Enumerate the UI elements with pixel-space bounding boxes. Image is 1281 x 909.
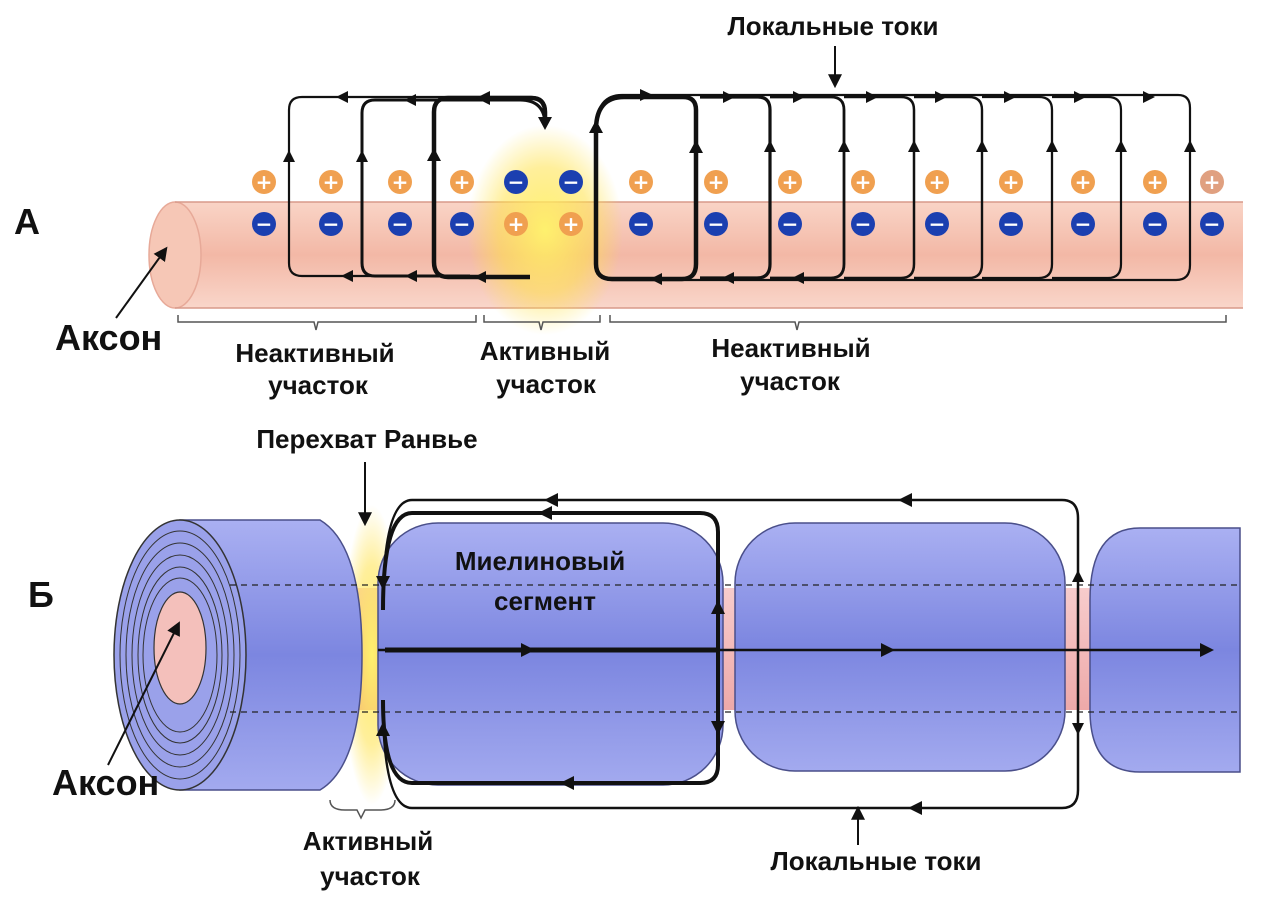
svg-text:+: + xyxy=(782,170,799,194)
svg-text:+: + xyxy=(563,212,580,236)
plus-charge: + xyxy=(778,170,802,194)
minus-charge: − xyxy=(851,212,875,236)
svg-text:−: − xyxy=(782,212,799,236)
minus-charge: − xyxy=(778,212,802,236)
minus-charge: − xyxy=(1071,212,1095,236)
plus-charge: + xyxy=(999,170,1023,194)
panel-b-letter: Б xyxy=(28,574,54,615)
active-label-b-1: Активный xyxy=(303,826,433,856)
minus-charge: − xyxy=(925,212,949,236)
svg-text:−: − xyxy=(563,170,580,194)
axon-cross-section xyxy=(153,591,207,705)
node-of-ranvier-label: Перехват Ранвье xyxy=(256,424,477,454)
myelin-segment-3 xyxy=(734,522,1066,772)
minus-charge: − xyxy=(999,212,1023,236)
plus-charge: + xyxy=(252,170,276,194)
svg-text:−: − xyxy=(508,170,525,194)
local-current-loops-a xyxy=(287,93,1192,282)
active-label-a-1: Активный xyxy=(480,336,610,366)
loop-arrowheads-b xyxy=(376,493,1214,815)
inactive-right-label-1: Неактивный xyxy=(711,333,870,363)
charges-outer-a: + + + + − − + + + + + + + + + xyxy=(252,170,1224,194)
minus-charge: − xyxy=(704,212,728,236)
svg-text:−: − xyxy=(323,212,340,236)
minus-charge: − xyxy=(252,212,276,236)
svg-text:−: − xyxy=(454,212,471,236)
svg-text:+: + xyxy=(1003,170,1020,194)
svg-text:+: + xyxy=(323,170,340,194)
svg-text:+: + xyxy=(708,170,725,194)
plus-charge: + xyxy=(559,212,583,236)
charges-inner-a: − − − − + + − − − − − − − − − xyxy=(252,212,1224,236)
svg-text:−: − xyxy=(1075,212,1092,236)
axon-pointer-a xyxy=(115,246,168,319)
minus-charge: − xyxy=(629,212,653,236)
plus-charge: + xyxy=(925,170,949,194)
minus-charge: − xyxy=(388,212,412,236)
active-zone-glow xyxy=(467,125,623,335)
svg-text:−: − xyxy=(1003,212,1020,236)
panel-a-letter: А xyxy=(14,201,40,242)
axon-end-a xyxy=(148,201,202,309)
myelin-segment-label-1: Миелиновый xyxy=(455,546,625,576)
svg-text:+: + xyxy=(633,170,650,194)
svg-text:−: − xyxy=(929,212,946,236)
svg-text:+: + xyxy=(256,170,273,194)
svg-text:+: + xyxy=(1147,170,1164,194)
brace-active-a xyxy=(483,315,601,331)
panel-b: Б xyxy=(28,424,1241,891)
svg-text:−: − xyxy=(708,212,725,236)
plus-charge: + xyxy=(1143,170,1167,194)
svg-text:−: − xyxy=(1147,212,1164,236)
brace-active-b xyxy=(329,799,396,820)
svg-text:+: + xyxy=(454,170,471,194)
svg-text:+: + xyxy=(508,212,525,236)
svg-text:−: − xyxy=(633,212,650,236)
plus-charge: + xyxy=(504,212,528,236)
axon-dashed-lines xyxy=(230,584,1240,713)
inactive-left-label-2: участок xyxy=(268,370,369,400)
minus-charge: − xyxy=(450,212,474,236)
local-current-loops-b xyxy=(378,498,1210,810)
plus-charge: + xyxy=(629,170,653,194)
svg-text:−: − xyxy=(256,212,273,236)
minus-charge: − xyxy=(559,170,583,194)
axon-label-a: Аксон xyxy=(55,317,162,358)
svg-text:+: + xyxy=(1075,170,1092,194)
loop-arrowheads-a xyxy=(283,89,1196,285)
myelin-segment-1 xyxy=(113,519,363,791)
inactive-left-label-1: Неактивный xyxy=(235,338,394,368)
myelin-segment-label-2: сегмент xyxy=(494,586,596,616)
svg-text:+: + xyxy=(392,170,409,194)
minus-charge: − xyxy=(1200,212,1224,236)
svg-text:−: − xyxy=(1204,212,1221,236)
svg-text:+: + xyxy=(1204,170,1221,194)
active-label-a-2: участок xyxy=(496,369,597,399)
local-currents-label-b: Локальные токи xyxy=(771,846,982,876)
plus-charge: + xyxy=(851,170,875,194)
minus-charge: − xyxy=(1143,212,1167,236)
minus-charge: − xyxy=(319,212,343,236)
plus-charge: + xyxy=(704,170,728,194)
local-currents-label-a: Локальные токи xyxy=(728,11,939,41)
svg-text:+: + xyxy=(855,170,872,194)
plus-charge: + xyxy=(450,170,474,194)
svg-text:−: − xyxy=(855,212,872,236)
inactive-right-label-2: участок xyxy=(740,366,841,396)
plus-charge: + xyxy=(388,170,412,194)
svg-text:−: − xyxy=(392,212,409,236)
minus-charge: − xyxy=(504,170,528,194)
brace-inactive-left xyxy=(177,315,477,331)
axon-pointer-b xyxy=(107,621,180,766)
panel-a: А xyxy=(14,11,1243,400)
active-label-b-2: участок xyxy=(320,861,421,891)
svg-text:+: + xyxy=(929,170,946,194)
plus-charge: + xyxy=(319,170,343,194)
brace-inactive-right xyxy=(609,315,1227,331)
axon-label-b: Аксон xyxy=(52,762,159,803)
plus-charge: + xyxy=(1200,170,1224,194)
plus-charge: + xyxy=(1071,170,1095,194)
